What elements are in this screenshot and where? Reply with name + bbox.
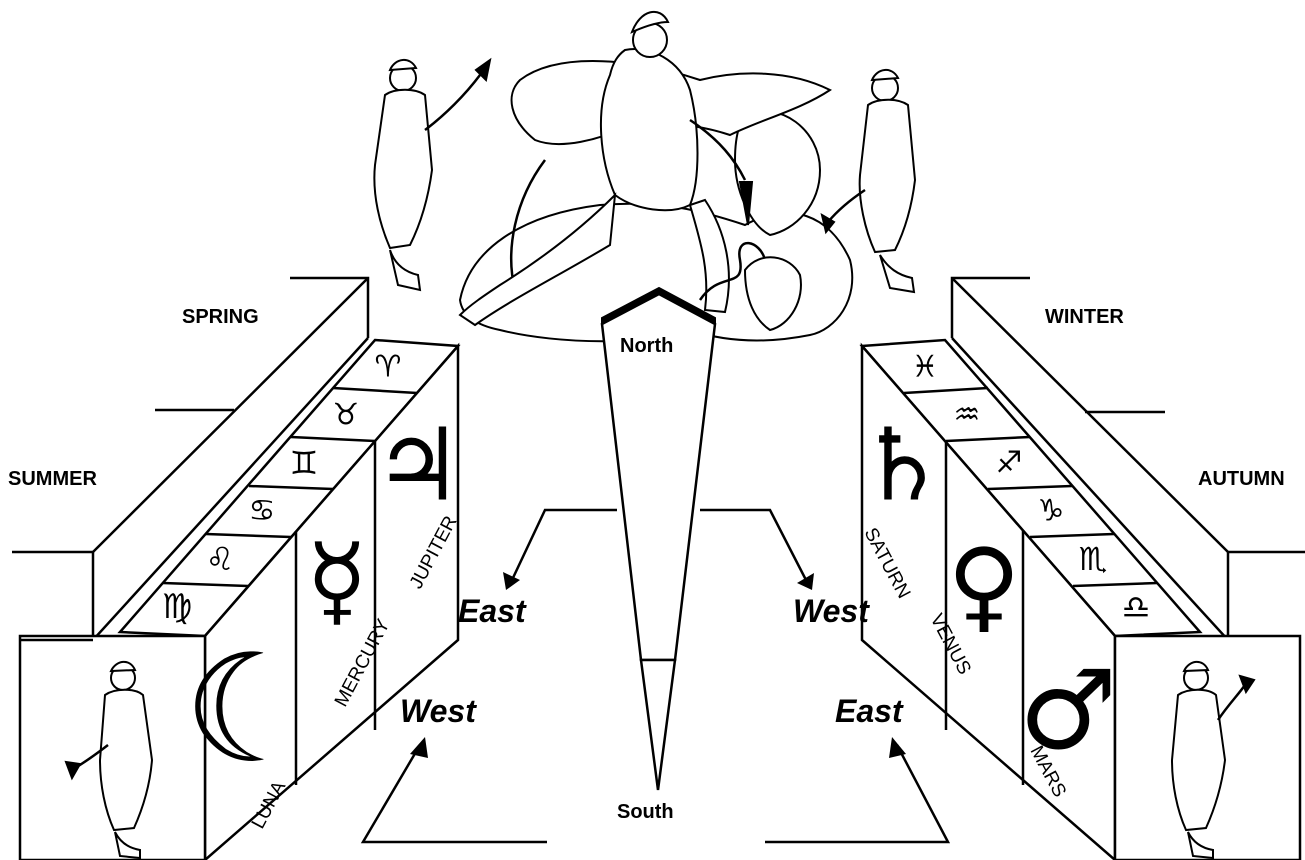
aquarius-symbol: ♒	[954, 398, 981, 433]
south-label: South	[617, 801, 674, 823]
libra-symbol: ♎	[1122, 588, 1151, 626]
arrow-lower-left	[363, 745, 547, 842]
season-spring-label: SPRING	[182, 306, 259, 328]
taurus-symbol: ♉	[333, 398, 360, 433]
capricorn-symbol: ♑	[1038, 494, 1065, 529]
dagger	[740, 182, 752, 225]
west-label-upper-right: West	[793, 593, 870, 629]
scorpio-symbol: ♏	[1079, 540, 1108, 578]
north-label: North	[620, 335, 673, 357]
gemini-symbol: ♊	[290, 444, 319, 482]
pisces-symbol: ♓	[912, 350, 939, 385]
arrow-upper-right	[700, 510, 806, 580]
leo-symbol: ♌	[206, 540, 235, 578]
mithras-torso	[601, 49, 698, 210]
arrow-upper-left	[512, 510, 617, 580]
west-label-lower-left: West	[400, 693, 477, 729]
aries-symbol: ♈	[375, 350, 402, 385]
saturn-symbol: ♄	[857, 407, 947, 524]
gnomon	[602, 288, 715, 790]
luna-symbol: ☾	[183, 623, 317, 797]
east-label-lower-right: East	[835, 693, 904, 729]
virgo-symbol: ♍	[162, 587, 192, 627]
gnomon-tip	[641, 660, 675, 790]
cancer-symbol: ♋	[249, 494, 276, 529]
arrow-lower-right	[765, 745, 948, 842]
season-summer-label: SUMMER	[8, 468, 97, 490]
venus-symbol: ♀	[947, 527, 1020, 644]
torchbearer-upper-left	[374, 60, 490, 290]
mercury-symbol: ☿	[306, 522, 367, 639]
season-autumn-label: AUTUMN	[1198, 468, 1285, 490]
jupiter-symbol: ♃	[373, 407, 463, 524]
east-label-upper-left: East	[458, 593, 527, 629]
sagittarius-symbol: ♐	[996, 446, 1023, 481]
season-winter-label: WINTER	[1045, 306, 1124, 328]
